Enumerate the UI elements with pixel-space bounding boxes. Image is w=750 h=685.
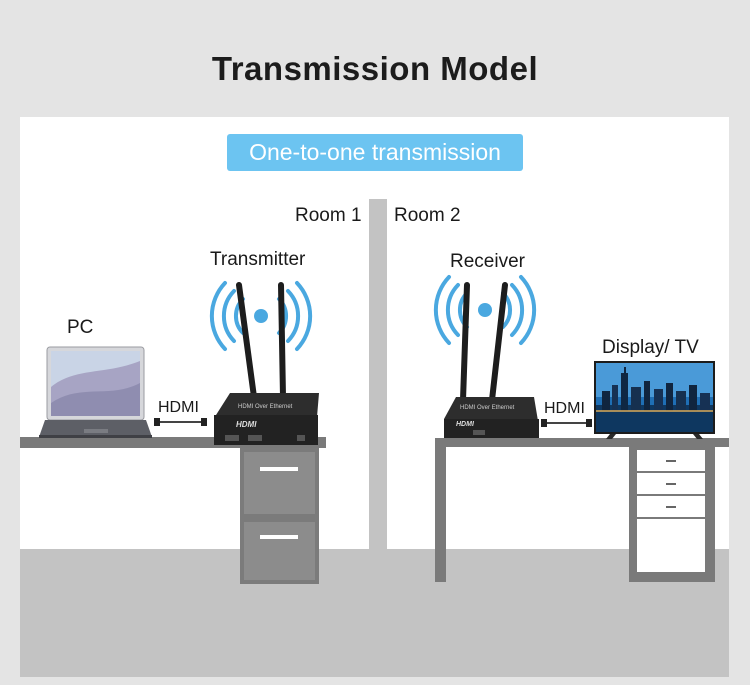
transmitter-product-text: HDMI Over Ethernet (238, 404, 293, 410)
laptop-pc-icon (39, 346, 152, 438)
receiver-device (433, 275, 539, 438)
left-desk (20, 437, 326, 584)
transmitter-brand-text: HDMI (236, 420, 257, 429)
transmission-mode-badge: One-to-one transmission (227, 134, 523, 171)
left-hdmi-cable (154, 418, 207, 426)
display-tv-icon (594, 361, 715, 439)
room-divider-wall (369, 199, 387, 553)
pc-label: PC (67, 317, 94, 338)
receiver-product-text: HDMI Over Ethernet (460, 405, 515, 411)
receiver-brand-text: HDMI (456, 421, 474, 428)
diagram-title: Transmission Model (211, 50, 539, 87)
right-hdmi-cable (541, 419, 592, 427)
transmitter-wifi-icon (209, 281, 313, 351)
scene-panel: HDMI HDMI Over Ethernet HDMI HDMI Over E… (20, 117, 729, 677)
scene-drawing (20, 275, 729, 584)
display-tv-label: Display/ TV (602, 337, 699, 358)
right-desk (435, 438, 729, 582)
floor (20, 549, 729, 677)
room-1-label: Room 1 (295, 205, 362, 226)
transmitter-label: Transmitter (210, 249, 306, 270)
left-hdmi-label: HDMI (158, 399, 199, 416)
transmitter-device (209, 281, 319, 445)
right-hdmi-label: HDMI (544, 400, 585, 417)
receiver-label: Receiver (450, 251, 525, 272)
room-2-label: Room 2 (394, 205, 461, 226)
receiver-wifi-icon (433, 275, 537, 345)
